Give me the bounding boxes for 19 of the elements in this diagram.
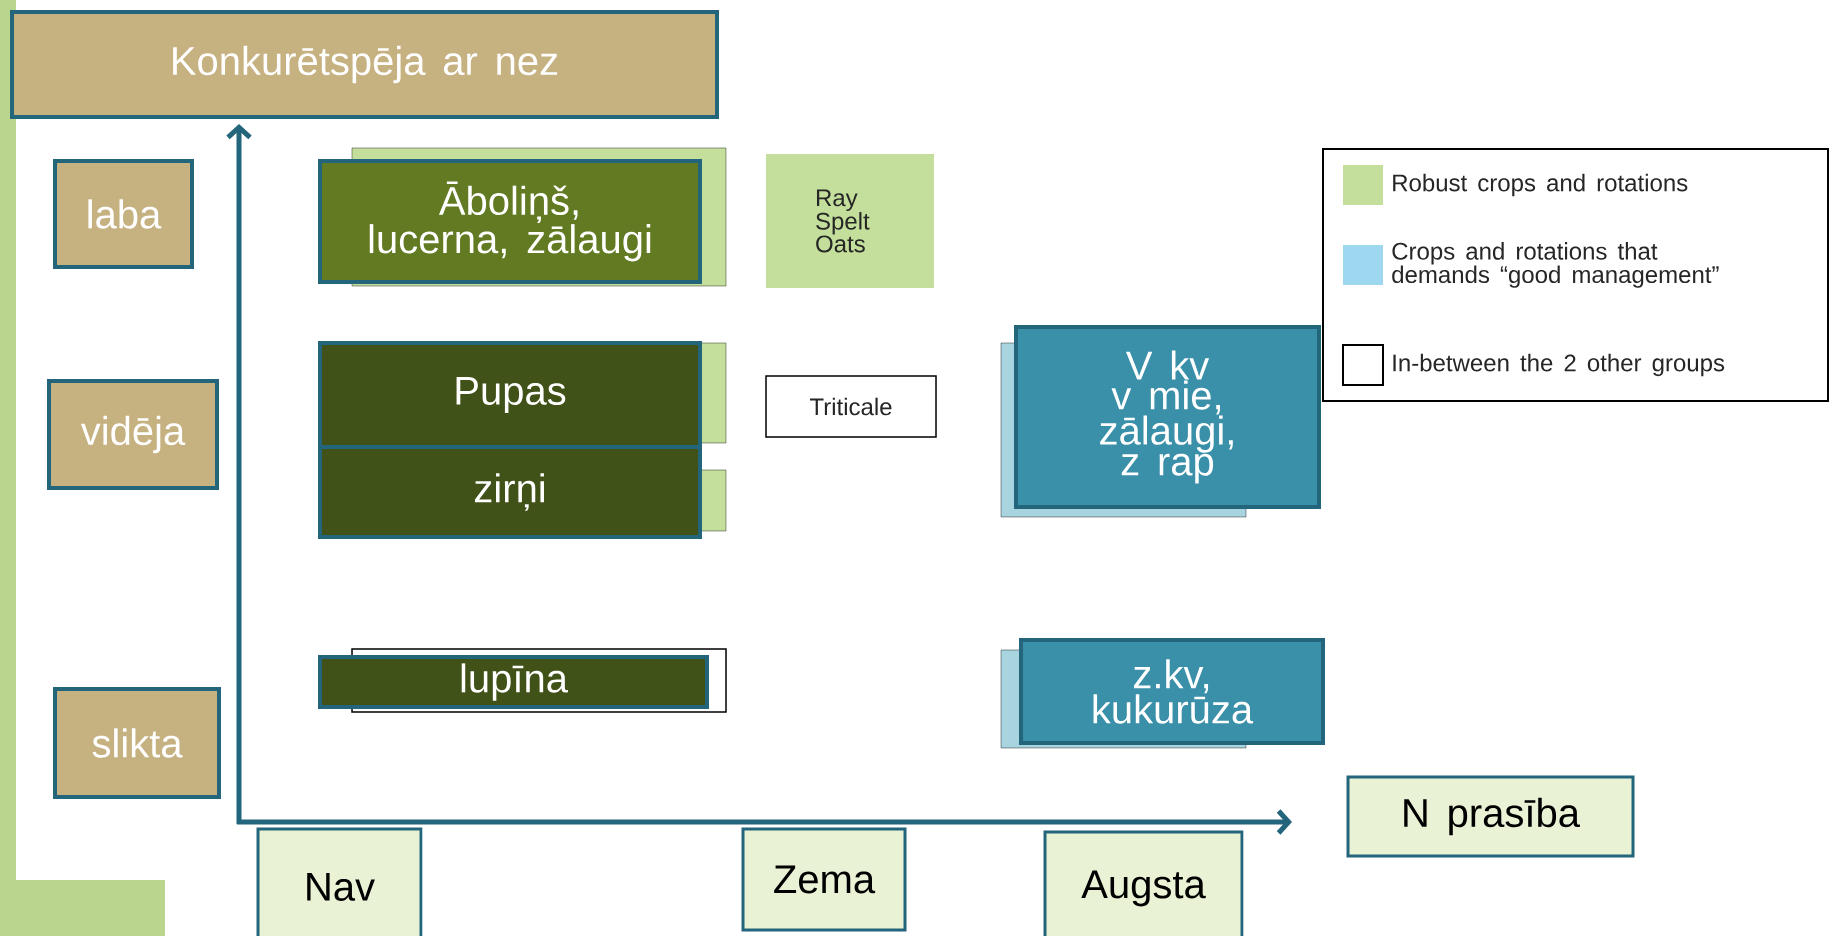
crop-box: Pupas xyxy=(318,341,702,449)
crop-box: Triticale xyxy=(765,375,937,438)
legend-text: Crops and rotations that demands “good management” xyxy=(1392,242,1719,288)
crop-box: V kv v mie, zālaugi, z rap xyxy=(1014,325,1321,509)
level-box: slikta xyxy=(53,687,221,799)
crop-box: Āboliņš, lucerna, zālaugi xyxy=(318,159,702,284)
crop-box: Ray Spelt Oats xyxy=(766,154,934,288)
crop-box: zirņi xyxy=(318,445,702,539)
crop-box: z.kv, kukurūza xyxy=(1019,638,1325,745)
legend-text: In-between the 2 other groups xyxy=(1393,353,1725,377)
tick-box: Nav xyxy=(256,827,423,936)
tick-box: Augsta xyxy=(1043,830,1244,936)
level-box: vidēja xyxy=(47,379,219,490)
heading-box: Konkurētspēja ar nez xyxy=(10,10,719,119)
tick-box: Zema xyxy=(741,827,907,932)
crop-box: lupīna xyxy=(318,655,709,709)
level-box: laba xyxy=(53,159,194,269)
legend-text: Robust crops and rotations xyxy=(1393,173,1688,197)
axis-title-box: N prasība xyxy=(1346,775,1635,858)
